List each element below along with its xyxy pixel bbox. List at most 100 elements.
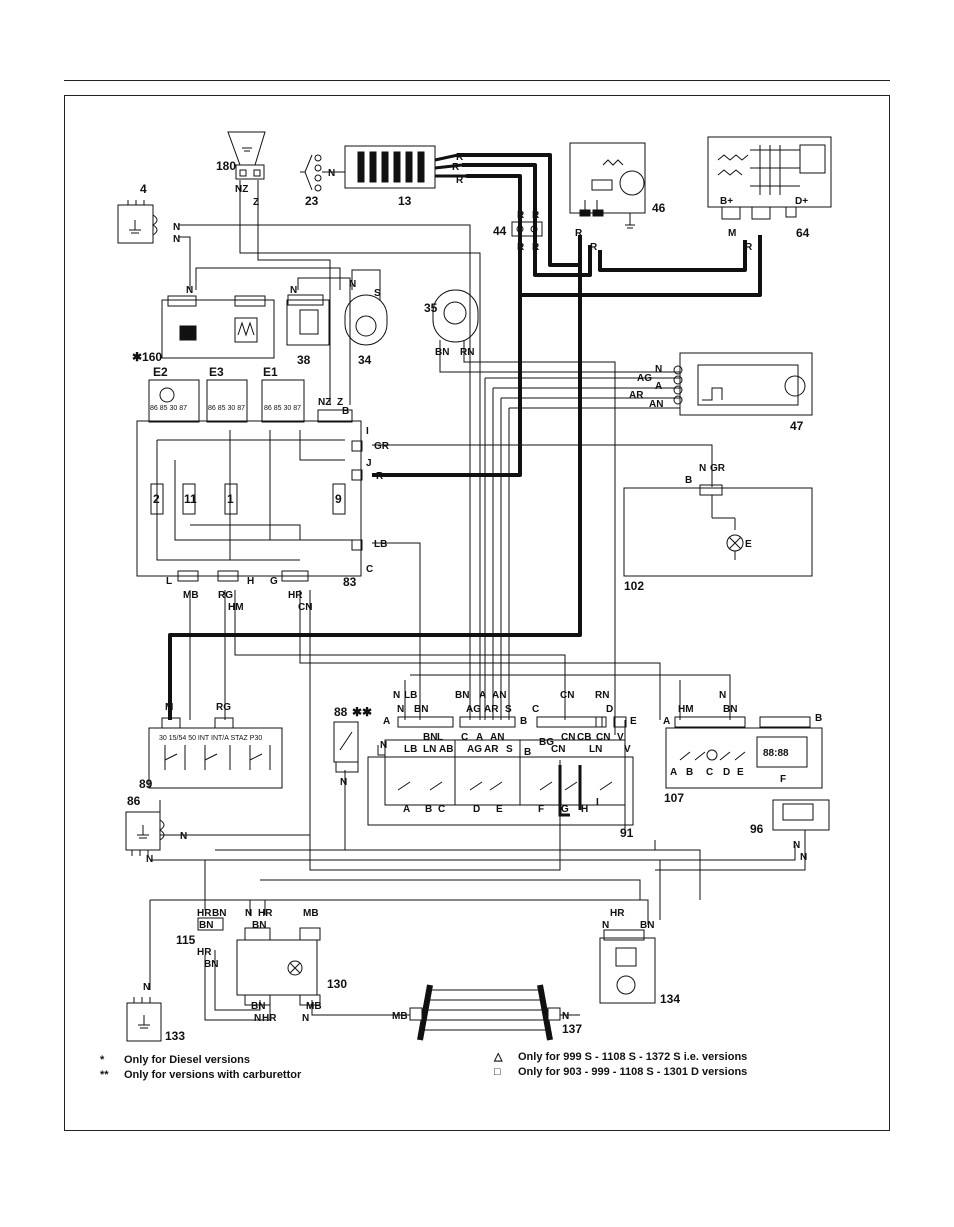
wire-gr-102: GR [710,463,726,474]
dashboard-module-107 [665,716,823,789]
switch-a: A [403,804,410,815]
label-83: 83 [343,575,357,589]
wire-lb-91: LB [404,690,417,701]
wire-n-86b: N [146,854,153,865]
wire-ag-91b: AG [467,744,482,755]
label-115: 115 [176,933,196,947]
wire-n-34: N [349,279,356,290]
wire-nz-180: NZ [235,184,248,195]
sender-86 [125,811,165,856]
connector-a-107: A [663,716,670,727]
wire-s-91: S [505,704,512,715]
wire-r-44c: R [517,242,525,253]
clock-display: 88:88 [763,748,789,759]
ignition-switch-89 [148,717,283,789]
dash-switch-a: A [670,767,677,778]
label-107: 107 [664,791,684,805]
wire-bn-91: BN [414,704,428,715]
motor-34 [344,294,388,346]
wire-c-91: C [461,732,468,743]
wire-r-64: R [745,242,753,253]
note-diesel-symbol: * [100,1054,105,1066]
wire-mb-130: MB [303,908,319,919]
wire-an-91b: AN [490,732,504,743]
dash-switch-d: D [723,767,730,778]
label-102: 102 [624,579,644,593]
wire-bn-130: BN [252,920,266,931]
label-133: 133 [165,1029,185,1043]
wire-bg-91: BG [539,737,554,748]
combination-switch-91 [367,716,634,826]
ground-block-23 [300,154,345,192]
wire-ab-91: AB [439,744,453,755]
label-38: 38 [297,353,311,367]
connector-a-91: A [383,716,390,727]
wire-hm-107: HM [678,704,694,715]
label-130: 130 [327,977,347,991]
starter-motor-46 [569,142,646,229]
wire-ar-91: AR [484,704,499,715]
wire-lb-83: LB [374,539,387,550]
relay-e2: E2 [153,365,168,379]
wire-ar-91b: AR [484,744,499,755]
alternator-64 [707,136,832,220]
label-34: 34 [358,353,372,367]
wire-r1: R [456,152,464,163]
terminal-bplus: B+ [720,196,733,207]
switch-g: G [561,804,569,815]
connector-g: G [270,576,278,587]
wire-v-91: V [617,732,624,743]
battery-13 [344,145,466,189]
note-carburettor: **Only for versions with carburettor [100,1068,301,1082]
switch-d: D [473,804,480,815]
connector-i: I [366,426,369,437]
note-diesel: *Only for Diesel versions [100,1053,250,1067]
switch-b: B [425,804,432,815]
connector-l: L [166,576,172,587]
wire-hr-115: HR [197,908,212,919]
switch-h: H [581,804,588,815]
wire-n-130b: N [254,1013,261,1024]
note-carburettor-text: Only for versions with carburettor [124,1069,302,1081]
wire-n-107: N [719,690,726,701]
wire-bn-130b: BN [251,1001,265,1012]
wire-bn-134: BN [640,920,654,931]
wire-gr-83: GR [374,441,390,452]
wire-nz-83: NZ [318,397,331,408]
connector-44 [511,221,543,237]
connector-c-91: C [532,704,539,715]
wire-n-137: N [562,1011,569,1022]
wire-bn-115b: BN [199,920,213,931]
wire-z-180: Z [253,197,259,208]
wire-n-91c: N [380,740,387,751]
switch-130 [236,927,321,1006]
dash-switch-c: C [706,767,713,778]
wire-hr-134: HR [610,908,625,919]
wire-n-23: N [328,168,335,179]
thin-wires [149,180,806,1021]
label-46: 46 [652,201,666,215]
ignition-terminals: 30 15/54 50 INT INT/A STAZ P30 [159,735,262,742]
relay-e1: E1 [263,365,278,379]
wire-ag-91: AG [466,704,481,715]
diagram-frame [64,95,890,1131]
wire-n-86: N [180,831,187,842]
wire-rg-89: RG [216,702,231,713]
wire-r-44a: R [517,210,525,221]
note-square-symbol: □ [494,1066,501,1078]
connector-e-91: E [630,716,637,727]
wire-cn-91c: CN [551,744,565,755]
wire-m-64: M [728,228,736,239]
connector-b-91: B [520,716,527,727]
wire-ar-47: AR [629,390,644,401]
label-35: 35 [424,301,438,315]
label-96: 96 [750,822,764,836]
wire-r-46b: R [590,242,598,253]
wire-n-134: N [602,920,609,931]
wire-r-44d: R [532,242,540,253]
wire-bn-115: BN [212,908,226,919]
motor-unit-134 [599,929,656,1004]
wire-hr-115b: HR [197,947,212,958]
wiper-motor-47 [673,352,813,416]
